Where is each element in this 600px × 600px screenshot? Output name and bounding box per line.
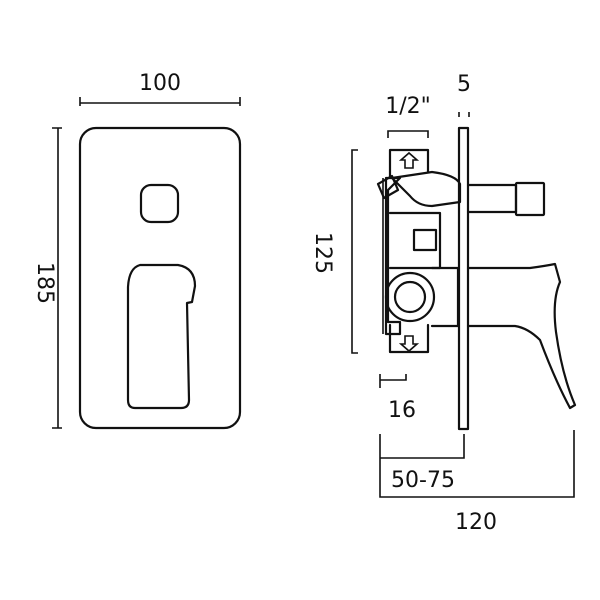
diverter-cam [390,170,462,208]
bottom-outlet [388,323,430,354]
width-dimension: 100 [79,71,241,106]
lever-handle-side [466,262,577,410]
inlet-offset-dimension-label: 16 [388,398,416,423]
valve-body [388,211,442,270]
wall-depth-dimension: 50-75 [379,434,465,493]
cartridge-barrel [430,266,460,328]
height-dimension: 185 [32,127,62,429]
up-arrow-icon [398,151,420,169]
plate-thickness-dimension: 5 [457,72,471,117]
inlet-offset-dimension: 16 [379,374,416,423]
diverter-knob [466,181,546,217]
overall-depth-dimension: 120 [379,430,575,535]
cover-plate-side [457,126,470,431]
diverter-button [139,183,180,224]
front-view: 100 185 [32,71,242,430]
thread-dimension-label: 1/2" [385,94,431,119]
top-inlet [388,148,430,180]
height-dimension-label: 185 [32,262,57,304]
outlet-ring-outer [384,271,436,323]
body-height-dimension: 125 [310,149,358,354]
lever-handle-front [126,263,197,410]
down-arrow-icon [398,335,420,353]
diverter-cam-bolt [376,174,400,200]
body-height-dimension-label: 125 [310,232,335,274]
outlet-ring-inner [393,280,427,314]
side-view: 1/2" 5 125 [310,72,577,535]
valve-backplate [384,176,402,336]
wall-depth-dimension-label: 50-75 [391,468,455,493]
width-dimension-label: 100 [139,71,181,96]
overall-depth-dimension-label: 120 [455,510,497,535]
cover-plate [78,126,242,430]
thread-dimension: 1/2" [385,94,431,138]
valve-nut [412,228,438,252]
plate-thickness-dimension-label: 5 [457,72,471,97]
